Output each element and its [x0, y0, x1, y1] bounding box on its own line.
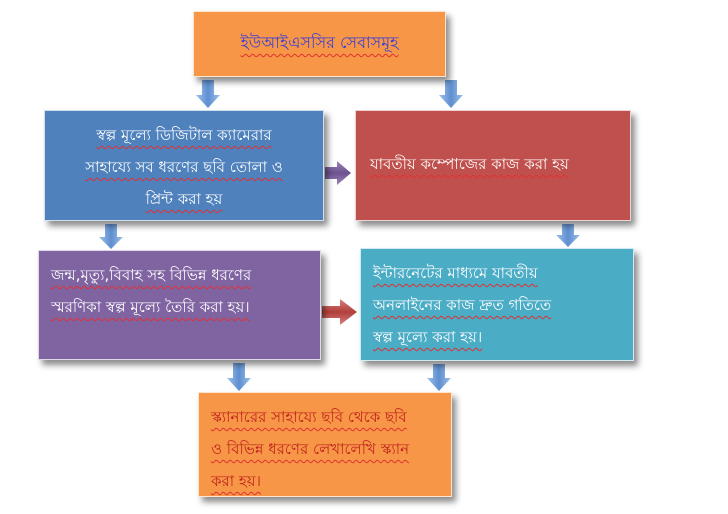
arrow-down-title-to-camera: [196, 80, 220, 108]
arrow-down-compose-to-internet: [556, 224, 580, 247]
souvenir-service-box: জন্ম,মৃত্যু,বিবাহ সহ বিভিন্ন ধরণের স্মরণ…: [38, 250, 321, 360]
arrow-down-title-to-compose: [439, 80, 463, 108]
internet-service-box: ইন্টারনেটের মাধ্যমে যাবতীয় অনলাইনের কাজ…: [360, 248, 634, 361]
scan-service-text: স্ক্যানারের সাহায্যে ছবি থেকে ছবি ও বিভি…: [211, 408, 410, 490]
arrow-right-souvenir-to-internet: [322, 299, 357, 325]
scan-service-box: স্ক্যানারের সাহায্যে ছবি থেকে ছবি ও বিভি…: [198, 392, 452, 497]
arrow-right-camera-to-compose: [325, 161, 351, 185]
arrow-down-souvenir-to-scan: [227, 363, 251, 391]
internet-service-text: ইন্টারনেটের মাধ্যমে যাবতীয় অনলাইনের কাজ…: [373, 264, 552, 346]
camera-service-text: স্বল্প মূল্যে ডিজিটাল ক্যামেরার সাহায্যে…: [85, 126, 283, 208]
camera-service-box: স্বল্প মূল্যে ডিজিটাল ক্যামেরার সাহায্যে…: [44, 110, 324, 221]
arrow-down-internet-to-scan: [427, 364, 451, 391]
compose-service-box: যাবতীয় কম্পোজের কাজ করা হয়: [355, 110, 631, 221]
arrow-down-camera-to-souvenir: [99, 224, 123, 249]
compose-service-text: যাবতীয় কম্পোজের কাজ করা হয়: [370, 155, 569, 173]
diagram-title: ইউআইএসসির সেবাসমূহ: [240, 33, 399, 52]
title-box: ইউআইএসসির সেবাসমূহ: [193, 11, 446, 77]
souvenir-service-text: জন্ম,মৃত্যু,বিবাহ সহ বিভিন্ন ধরণের স্মরণ…: [51, 266, 252, 316]
